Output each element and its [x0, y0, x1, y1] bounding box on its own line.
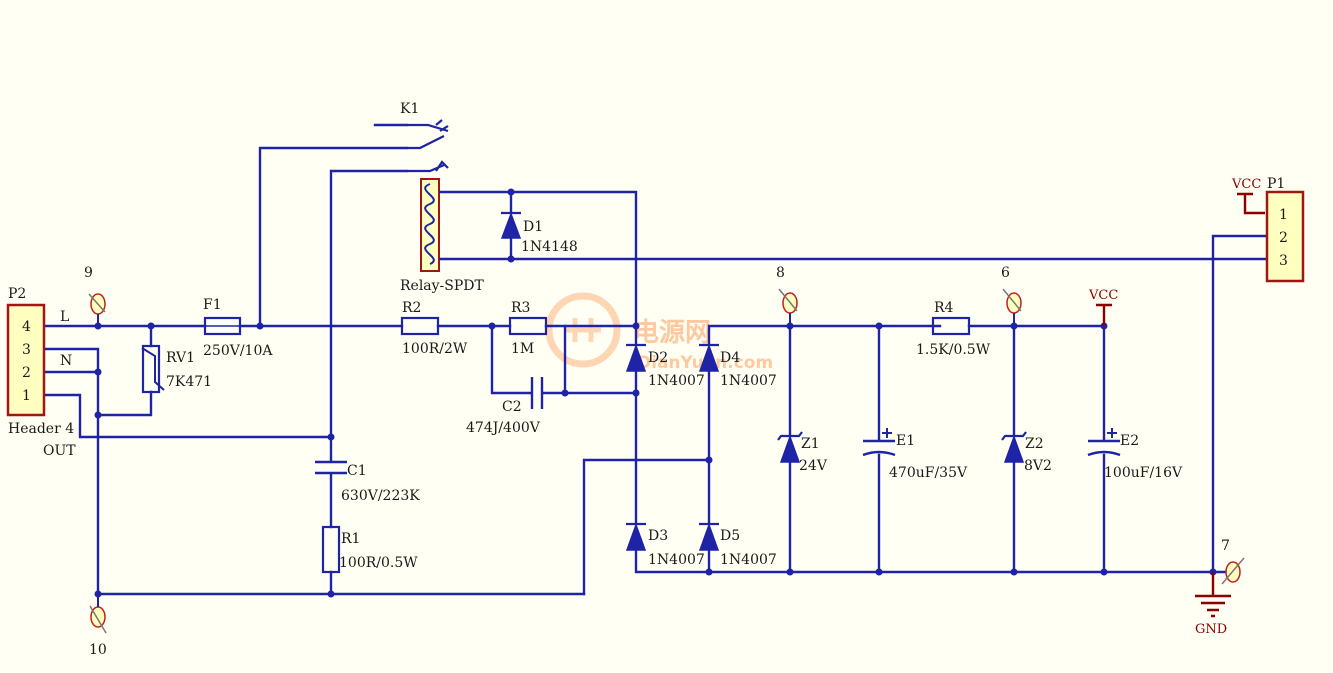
p2-name: Header 4 [8, 421, 74, 437]
diode-d2: D2 1N4007 [625, 343, 705, 389]
c1-value: 630V/223K [341, 488, 420, 504]
d3-value: 1N4007 [648, 552, 705, 568]
resistor-r1: R1 100R/0.5W [321, 525, 418, 574]
e2-designator: E2 [1120, 433, 1139, 449]
r1-value: 100R/0.5W [339, 555, 418, 571]
vcc-port-p1: VCC [1231, 177, 1265, 215]
test-point-6: 6 [1001, 265, 1022, 326]
f1-value: 250V/10A [203, 343, 273, 359]
test-point-7: 7 [1221, 538, 1245, 585]
d3-designator: D3 [648, 528, 668, 544]
r4-value: 1.5K/0.5W [916, 342, 991, 358]
r2-designator: R2 [402, 300, 421, 316]
r2-value: 100R/2W [402, 341, 468, 357]
z2-value: 8V2 [1024, 458, 1052, 474]
d5-value: 1N4007 [720, 552, 777, 568]
gnd-symbol: GND [1195, 572, 1231, 637]
p1-pin-3: 3 [1279, 253, 1288, 269]
relay-k1: K1 Relay-SPDT [400, 101, 485, 294]
p1-pin-1: 1 [1279, 207, 1288, 223]
test-point-8: 8 [776, 265, 798, 326]
resistor-r3: R3 1M [508, 300, 548, 357]
gnd-label: GND [1195, 622, 1227, 637]
test-point-7-label: 7 [1221, 538, 1230, 554]
e1-value: 470uF/35V [889, 465, 968, 481]
vcc-port-main: VCC [1088, 288, 1118, 326]
z2-designator: Z2 [1025, 436, 1044, 452]
test-point-9: 9 [84, 265, 106, 326]
rv1-value: 7K471 [166, 374, 212, 390]
test-point-6-label: 6 [1001, 265, 1010, 281]
e2-value: 100uF/16V [1104, 465, 1183, 481]
net-label-l: L [60, 309, 69, 325]
diode-d4: D4 1N4007 [698, 343, 777, 389]
r4-designator: R4 [934, 300, 954, 316]
p2-label: OUT [43, 443, 76, 459]
d1-value: 1N4148 [521, 239, 578, 255]
d4-designator: D4 [720, 350, 740, 366]
test-point-9-label: 9 [84, 265, 93, 281]
k1-designator: K1 [400, 101, 419, 117]
resistor-r2: R2 100R/2W [400, 300, 468, 357]
capacitor-c2: C2 474J/400V [466, 377, 544, 436]
fuse-f1: F1 250V/10A [203, 297, 273, 359]
r3-designator: R3 [511, 300, 530, 316]
d2-designator: D2 [648, 350, 668, 366]
test-point-8-label: 8 [776, 265, 785, 281]
zener-z1: Z1 24V [777, 431, 828, 474]
k1-type: Relay-SPDT [400, 278, 485, 294]
vcc-label-main: VCC [1088, 288, 1118, 303]
p1-designator: P1 [1267, 176, 1285, 192]
watermark-main: 电源网 [633, 318, 711, 348]
d4-value: 1N4007 [720, 373, 777, 389]
varistor-rv1: RV1 7K471 [141, 344, 212, 394]
diode-d3: D3 1N4007 [625, 522, 705, 568]
zener-z2: Z2 8V2 [1001, 431, 1052, 474]
test-point-10: 10 [89, 594, 107, 658]
p2-pin-3: 3 [22, 342, 31, 358]
c2-value: 474J/400V [466, 420, 541, 436]
z1-value: 24V [799, 458, 828, 474]
resistor-r4: R4 1.5K/0.5W [916, 300, 991, 358]
r1-designator: R1 [341, 531, 360, 547]
p2-pin-1: 1 [22, 388, 31, 404]
d5-designator: D5 [720, 528, 740, 544]
diode-d1: D1 1N4148 [500, 211, 578, 255]
test-point-10-label: 10 [89, 642, 107, 658]
e1-designator: E1 [896, 433, 915, 449]
r3-value: 1M [511, 341, 534, 357]
capacitor-e1: E1 470uF/35V [862, 428, 968, 481]
connector-p1: P1 1 2 3 [1265, 176, 1305, 283]
p2-designator: P2 [8, 286, 26, 302]
d2-value: 1N4007 [648, 373, 705, 389]
diode-d5: D5 1N4007 [698, 522, 777, 568]
f1-designator: F1 [203, 297, 222, 313]
capacitor-c1: C1 630V/223K [315, 460, 420, 504]
p2-pin-2: 2 [22, 365, 31, 381]
c1-designator: C1 [347, 463, 367, 479]
connector-p2: P2 4 3 2 1 Header 4 OUT L N [6, 286, 76, 459]
watermark: 电源网 DianYuan.com [545, 292, 773, 373]
capacitor-e2: E2 100uF/16V [1087, 428, 1183, 481]
vcc-label-p1: VCC [1231, 177, 1261, 192]
net-label-n: N [60, 353, 72, 369]
d1-designator: D1 [523, 219, 543, 235]
wires [42, 123, 1267, 596]
c2-designator: C2 [502, 399, 522, 415]
p2-pin-4: 4 [22, 319, 31, 335]
rv1-designator: RV1 [166, 350, 195, 366]
p1-pin-2: 2 [1279, 230, 1288, 246]
z1-designator: Z1 [801, 436, 820, 452]
